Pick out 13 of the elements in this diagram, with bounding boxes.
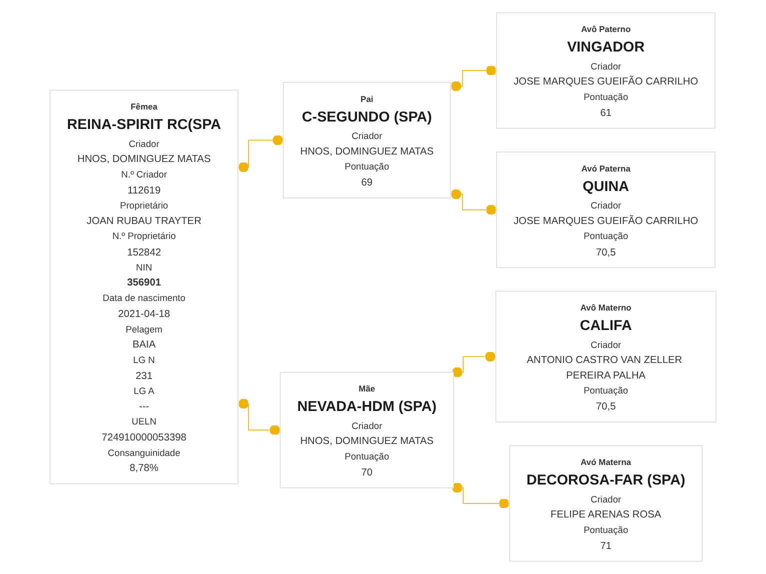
connector [451, 482, 510, 509]
connector [238, 398, 281, 436]
node-box: Avô Materno CALIFA Criador ANTONIO CASTRO VAN ZELLER PEREIRA PALHA Pontuação 70,5 [495, 290, 716, 422]
node-box: Avô Paterno VINGADOR Criador JOSE MARQUES GUEIFÃO CARRILHO Pontuação 61 [496, 12, 716, 129]
node-box: Fêmea REINA-SPIRIT RC(SPA Criador HNOS, DOMINGUEZ MATAS N.º Criador 112619 Proprietário JOAN RUBAU TRAYTER N.º Proprietário 152842 NIN 356901 Data de nascimento 2021-04-18 Pelagem BAIA LG N 231 LG A --- UELN 724910000053398 Consanguinidade 8,78% [50, 90, 238, 484]
node-box: Pai C-SEGUNDO (SPA) Criador HNOS, DOMINGUEZ MATAS Pontuação 69 [282, 82, 451, 198]
node-box: Avó Materna DECOROSA-FAR (SPA) Criador FELIPE ARENAS ROSA Pontuação 71 [509, 445, 703, 562]
connector [450, 65, 498, 92]
connector [450, 189, 498, 215]
connector [238, 135, 284, 172]
connector [451, 352, 496, 378]
node-box: Mãe NEVADA-HDM (SPA) Criador HNOS, DOMINGUEZ MATAS Pontuação 70 [280, 372, 454, 488]
node-box: Avó Paterna QUINA Criador JOSE MARQUES GUEIFÃO CARRILHO Pontuação 70,5 [496, 152, 716, 268]
